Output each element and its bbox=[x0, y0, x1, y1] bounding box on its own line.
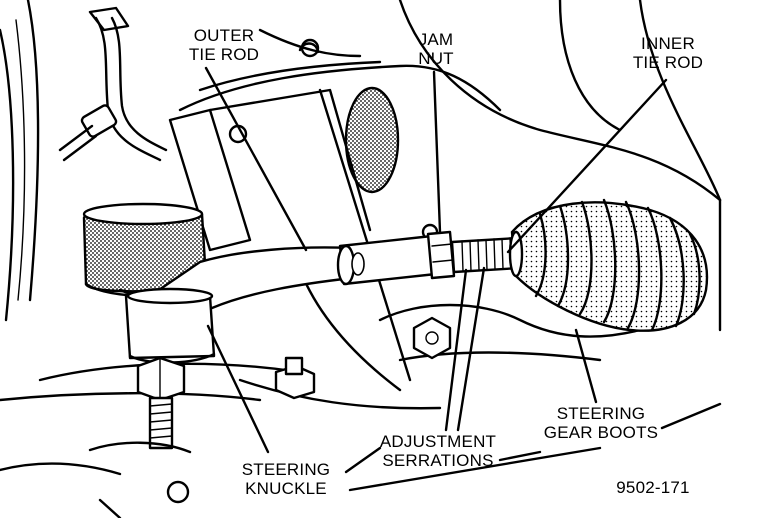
label-jam-nut-line2: NUT bbox=[418, 49, 454, 68]
label-inner-tie-rod-line1: INNER bbox=[641, 34, 695, 53]
leader-serrations-1 bbox=[444, 268, 468, 432]
leader-outer-tie-rod bbox=[204, 66, 308, 252]
figure-id: 9502-171 bbox=[616, 478, 690, 497]
steering-gear-boot bbox=[508, 198, 709, 332]
leader-gear-boots bbox=[574, 328, 598, 404]
label-inner-tie-rod: INNER TIE ROD bbox=[620, 34, 716, 72]
tie-rod-shaft bbox=[336, 234, 438, 286]
frame-slot bbox=[344, 86, 400, 194]
wheel-outline bbox=[0, 0, 40, 322]
label-steering-knuckle: STEERING KNUCKLE bbox=[234, 460, 338, 498]
label-adjustment-serrations-line2: SERRATIONS bbox=[382, 451, 494, 470]
lower-left-parts bbox=[0, 441, 192, 518]
lower-arm bbox=[0, 303, 642, 410]
label-steering-knuckle-line2: KNUCKLE bbox=[245, 479, 327, 498]
brake-hose bbox=[58, 6, 168, 162]
label-outer-tie-rod-line1: OUTER bbox=[193, 26, 255, 45]
label-steering-gear-boots-line2: GEAR BOOTS bbox=[543, 423, 659, 442]
label-steering-gear-boots: STEERING GEAR BOOTS bbox=[536, 404, 666, 442]
label-steering-gear-boots-line1: STEERING bbox=[556, 404, 646, 423]
leader-lines bbox=[204, 66, 722, 492]
mounting-bracket bbox=[168, 88, 439, 392]
leader-inner-tie-rod bbox=[506, 78, 668, 254]
label-inner-tie-rod-line2: TIE ROD bbox=[632, 53, 704, 72]
label-outer-tie-rod: OUTER TIE ROD bbox=[178, 26, 270, 64]
label-adjustment-serrations-line1: ADJUSTMENT bbox=[379, 432, 497, 451]
knuckle-boss bbox=[82, 202, 208, 297]
frame-rail bbox=[178, 0, 722, 332]
label-outer-tie-rod-line2: TIE ROD bbox=[188, 45, 260, 64]
outer-tie-rod-end bbox=[118, 246, 354, 450]
leader-jam-nut bbox=[432, 70, 442, 234]
label-jam-nut: JAM NUT bbox=[408, 30, 464, 68]
leader-serrations-2 bbox=[456, 266, 486, 432]
label-adjustment-serrations: ADJUSTMENT SERRATIONS bbox=[370, 432, 506, 470]
label-jam-nut-line1: JAM bbox=[418, 30, 454, 49]
label-steering-knuckle-line1: STEERING bbox=[241, 460, 331, 479]
leader-steering-knuckle bbox=[206, 324, 270, 454]
jam-nut bbox=[426, 230, 456, 280]
